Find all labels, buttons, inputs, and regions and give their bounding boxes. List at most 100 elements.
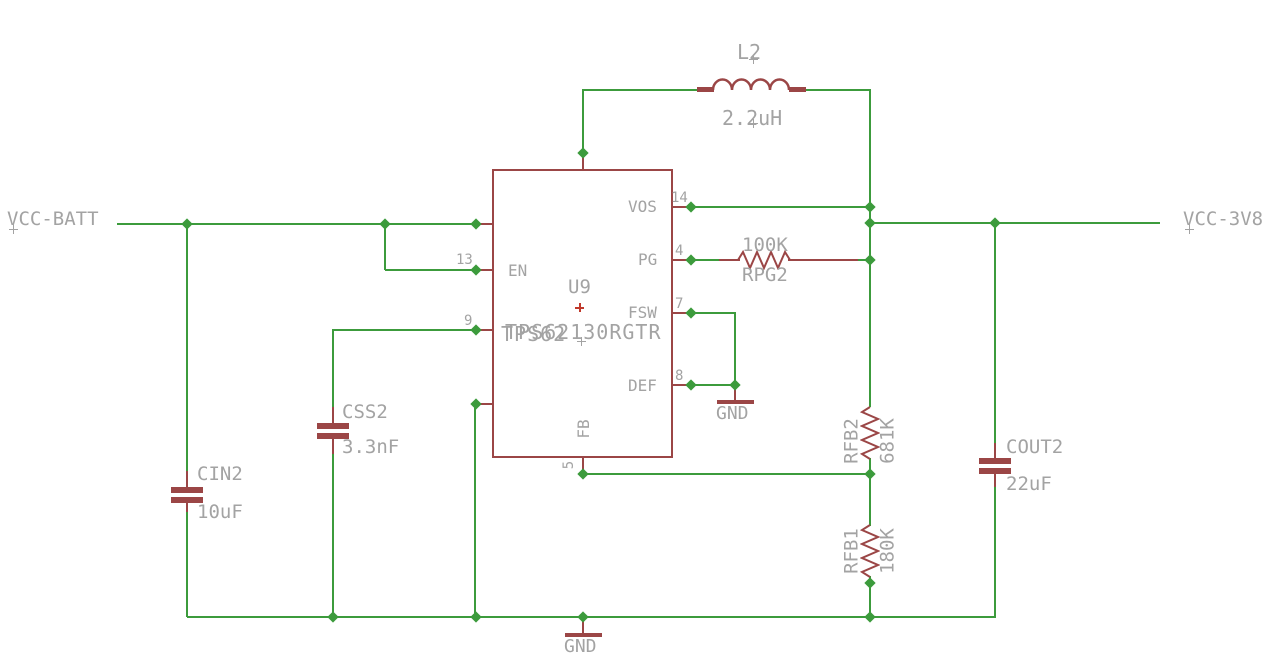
wire-inductor-down[interactable] [869,89,871,207]
ic-pin-stub-9[interactable] [476,329,492,331]
pin-number-13: 13 [456,252,473,268]
cout2-plate-top[interactable] [979,458,1011,464]
pin-name-en: EN [508,261,528,280]
wire-output-bus-a[interactable] [869,206,871,407]
wire-vcc-3v8[interactable] [870,222,1160,224]
gnd-right-stub[interactable] [734,385,736,400]
ic-u9-body[interactable] [492,169,673,458]
inductor-lead-right[interactable] [789,87,806,92]
wire-def[interactable] [691,384,736,386]
pin-number-8: 8 [675,368,684,384]
gnd-right-bar[interactable] [717,400,754,404]
pin-number-5: 5 [561,460,577,470]
junction [864,217,876,229]
rfb2-reference: RFB2 [840,418,863,464]
wire-sw-top-left[interactable] [583,89,701,91]
wire-fsw-horizontal[interactable] [691,312,736,314]
junction [379,218,391,230]
junction [470,611,482,623]
wire-css2-bottom[interactable] [332,453,334,617]
gnd-bottom-stub[interactable] [582,617,584,633]
rfb1-value: 180K [876,528,899,574]
net-label-vcc-3v8[interactable]: VCC-3V8 [1183,208,1264,230]
ic-pin-stub-vin[interactable] [476,223,492,225]
css2-lead-top[interactable] [332,407,334,423]
inductor-lead-left[interactable] [697,87,714,92]
ic-value-overlap: TPS62 [501,322,567,346]
origin-cross-icon [749,119,758,128]
wire-pin9-horizontal[interactable] [333,329,476,331]
css2-plate-top[interactable] [317,423,349,429]
wire-vcc-batt[interactable] [117,223,476,225]
rfb2-symbol[interactable] [860,406,880,460]
junction [864,468,876,480]
pin-number-14: 14 [671,190,688,206]
cin2-plate-bottom[interactable] [171,497,203,503]
ic-pin-stub-fb[interactable] [582,458,584,474]
pin-name-pg: PG [638,250,658,269]
pin-number-4: 4 [675,243,684,259]
wire-css2-top[interactable] [332,329,334,409]
rpg2-lead-right[interactable] [788,259,858,261]
ic-pin-stub-sw[interactable] [582,152,584,169]
pin-name-fsw: FSW [628,303,657,322]
junction [864,611,876,623]
cout2-lead-top[interactable] [994,443,996,458]
wire-fsw-vertical[interactable] [734,312,736,386]
ic-pin-stub-gnd[interactable] [476,403,492,405]
wire-en-horizontal[interactable] [385,269,476,271]
wire-cin2-bottom[interactable] [186,511,188,617]
wire-pin-gnd-down[interactable] [474,404,476,617]
origin-cross-icon [577,337,586,346]
wire-cout2-bottom[interactable] [994,486,996,617]
inductor-symbol[interactable] [712,66,792,92]
rpg2-lead-left[interactable] [719,259,740,261]
junction [577,611,589,623]
css2-lead-bottom[interactable] [332,439,334,454]
wire-ground-rail[interactable] [187,616,996,618]
gnd-bottom-label: GND [564,636,597,657]
origin-cross-icon [1185,225,1194,234]
pin-name-def: DEF [628,376,657,395]
wire-pg-right[interactable] [856,259,871,261]
ic-pin-stub-fsw[interactable] [673,312,691,314]
pin-number-9: 9 [464,313,473,329]
rfb1-symbol[interactable] [860,524,880,578]
wire-sw-vertical[interactable] [582,89,584,153]
junction [685,307,697,319]
cout2-lead-bottom[interactable] [994,474,996,487]
wire-cin2-top[interactable] [186,223,188,473]
ic-pin-stub-en[interactable] [476,269,492,271]
inductor-reference: L2 [737,40,762,64]
cin2-lead-bottom[interactable] [186,503,188,512]
wire-en-vertical[interactable] [384,223,386,270]
cin2-plate-top[interactable] [171,487,203,493]
cin2-lead-top[interactable] [186,471,188,487]
wire-cout2-top[interactable] [994,222,996,445]
inductor-value: 2.2uH [722,106,783,130]
ic-pin-stub-vos[interactable] [673,206,691,208]
wire-pg-left[interactable] [691,259,720,261]
cout2-reference: COUT2 [1006,436,1064,458]
wire-output-bus-c[interactable] [869,576,871,617]
gnd-bottom-bar[interactable] [565,633,602,637]
css2-plate-bottom[interactable] [317,433,349,439]
pin-name-vos: VOS [628,197,657,216]
junction [577,468,589,480]
ic-pin-stub-pg[interactable] [673,259,691,261]
rpg2-value: 100K [742,234,788,256]
net-label-vcc-batt[interactable]: VCC-BATT [7,208,99,230]
rpg2-symbol[interactable] [737,250,792,270]
pin-number-7: 7 [675,296,684,312]
wire-output-bus-b[interactable] [869,458,871,526]
ic-reference: U9 [568,276,591,298]
wire-fb[interactable] [583,473,871,475]
wire-vos[interactable] [691,206,871,208]
junction [864,201,876,213]
wire-sw-top-right[interactable] [805,89,871,91]
cout2-plate-bottom[interactable] [979,468,1011,474]
ic-pin-stub-def[interactable] [673,384,691,386]
junction [864,254,876,266]
junction [577,147,589,159]
origin-cross-icon [749,55,758,64]
